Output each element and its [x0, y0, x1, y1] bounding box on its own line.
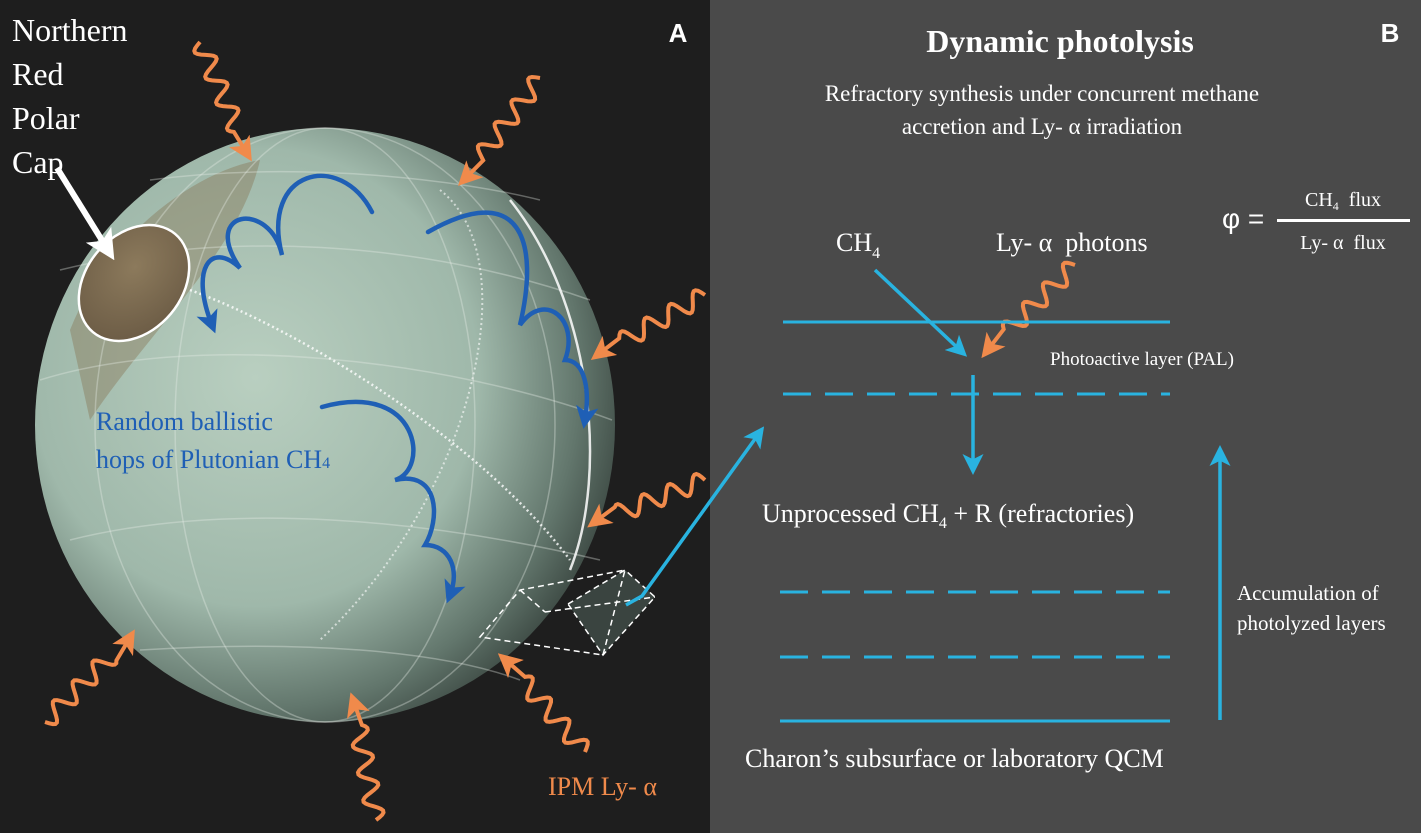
lyman-alpha-rays — [44, 40, 1076, 822]
ch4-arrow — [873, 268, 968, 357]
hops-label-line1: Random ballistic — [96, 407, 273, 436]
formula-numerator-tail: flux — [1339, 189, 1381, 211]
hop-arrow-3 — [319, 399, 466, 604]
ly-alpha-wavy-arrow — [44, 629, 135, 727]
formula-numerator: CH — [1305, 189, 1333, 211]
accumulation-line2: photolyzed layers — [1237, 611, 1386, 635]
zoom-connector-arrow — [625, 426, 765, 607]
ly-alpha-wavy-arrow — [347, 692, 386, 822]
formula-lhs: φ = — [1222, 203, 1264, 234]
polar-cap-arrow — [54, 166, 115, 261]
polar-cap-label-line: Red — [12, 56, 64, 92]
hop-arrow-1 — [196, 173, 375, 334]
formula-denominator: Ly- α flux — [1300, 232, 1385, 254]
hops-label: Random ballistic hops of Plutonian CH4 — [96, 407, 330, 474]
polar-cap-label: Northern Red Polar Cap — [12, 12, 128, 180]
subtitle-line2: accretion and Ly- α irradiation — [902, 114, 1183, 139]
ipm-ly-alpha-label: IPM Ly- α — [548, 772, 657, 801]
unprocessed-tail: + R (refractories) — [947, 499, 1134, 528]
ch4-label: CH4 — [836, 228, 880, 262]
substrate-label: Charon’s subsurface or laboratory QCM — [745, 744, 1164, 773]
unprocessed-label: Unprocessed CH4 + R (refractories) — [762, 499, 1134, 532]
ly-alpha-wavy-arrow — [590, 288, 707, 360]
svg-text:CH4 flux: CH4 flux — [1305, 189, 1381, 213]
accumulation-line1: Accumulation of — [1237, 581, 1379, 605]
charon-globe — [35, 127, 615, 723]
hops-label-sub: 4 — [322, 455, 330, 472]
panel-b-background — [710, 0, 1421, 833]
ly-alpha-wavy-arrow — [192, 40, 252, 162]
meridian-dotted — [319, 189, 484, 641]
surface-sample-box — [478, 569, 657, 657]
panel-b-label: B — [1381, 18, 1400, 48]
unprocessed-text: Unprocessed CH — [762, 499, 939, 528]
polar-cap-label-line: Cap — [12, 144, 64, 180]
photons-label: Ly- α photons — [996, 228, 1148, 257]
ly-alpha-wavy-arrow — [981, 260, 1076, 359]
fraction-bar — [1277, 219, 1410, 222]
panel-b-title: Dynamic photolysis — [926, 23, 1194, 59]
ch4-label-text: CH — [836, 228, 872, 257]
panel-a-label: A — [669, 18, 688, 48]
ly-alpha-wavy-arrow — [587, 471, 707, 528]
ly-alpha-wavy-arrow — [457, 74, 541, 186]
svg-text:hops of Plutonian CH4: hops of Plutonian CH4 — [96, 445, 330, 474]
pal-label: Photoactive layer (PAL) — [1050, 349, 1234, 370]
subtitle-line1: Refractory synthesis under concurrent me… — [825, 81, 1259, 106]
hops-label-line2: hops of Plutonian CH — [96, 445, 322, 474]
ballistic-hops — [196, 173, 599, 604]
ly-alpha-wavy-arrow — [497, 653, 590, 753]
polar-cap-label-line: Polar — [12, 100, 80, 136]
phi-formula: φ = CH4 flux Ly- α flux — [1222, 189, 1410, 254]
unprocessed-sub: 4 — [939, 515, 947, 532]
formula-numerator-sub: 4 — [1333, 199, 1339, 213]
ch4-label-sub: 4 — [872, 245, 880, 262]
polar-cap-label-line: Northern — [12, 12, 128, 48]
hop-arrow-2 — [425, 210, 599, 429]
layer-lines — [780, 320, 1170, 723]
